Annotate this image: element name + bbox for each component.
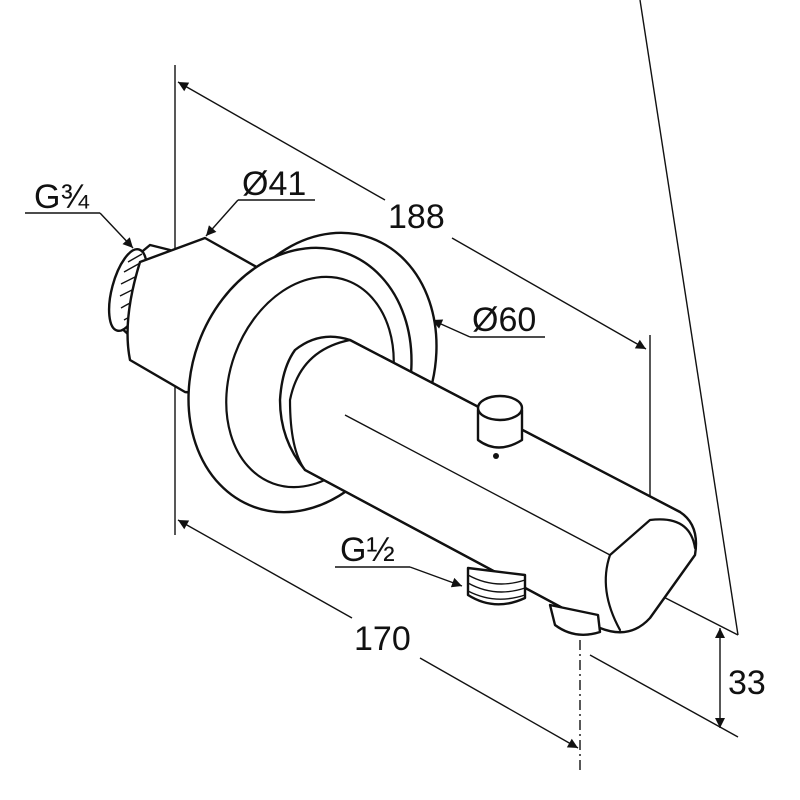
g12-leader	[409, 566, 463, 588]
label-overall-length: 188	[388, 198, 445, 236]
label-outlet-offset: 33	[728, 664, 766, 702]
dimension-170-line-b	[419, 657, 579, 749]
dimension-170-line-a	[177, 519, 353, 619]
label-inlet-thread: G¾	[34, 178, 89, 216]
label-outlet-thread: G½	[340, 531, 395, 569]
extension-33-top	[639, 0, 739, 636]
d60-leader	[431, 319, 471, 338]
label-body-length: 170	[354, 620, 411, 658]
label-rosette-diameter: Ø60	[472, 301, 537, 339]
extension-33-bottom	[589, 654, 739, 738]
dimension-188-line-a	[177, 81, 386, 201]
dimension-188-line-b	[451, 237, 647, 350]
label-body-diameter: Ø41	[242, 165, 307, 203]
outlet-thread	[466, 566, 602, 636]
d41-leader	[205, 199, 239, 237]
diverter-button	[476, 394, 524, 459]
spout	[278, 335, 698, 634]
g34-leader	[99, 212, 134, 249]
